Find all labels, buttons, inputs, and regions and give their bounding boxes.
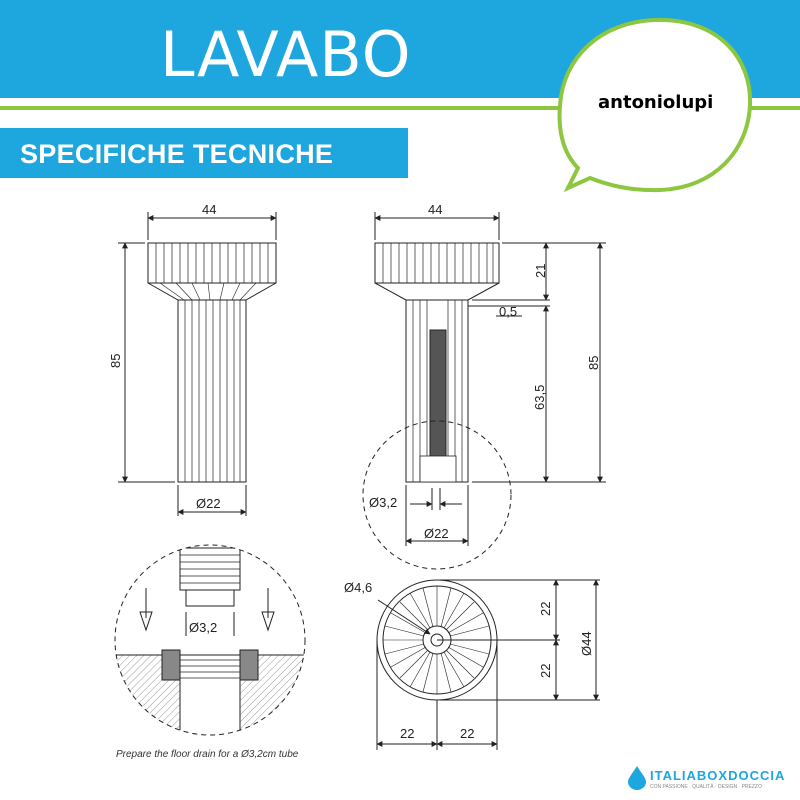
- top-hole-label: Ø4,6: [344, 580, 372, 595]
- header-accent-line: [0, 106, 800, 110]
- top-lower-label: 22: [538, 664, 553, 678]
- side-middle-label: 63,5: [532, 385, 547, 410]
- front-view: [118, 212, 277, 516]
- top-left-label: 22: [400, 726, 414, 741]
- top-upper-label: 22: [538, 602, 553, 616]
- drain-detail: [114, 544, 306, 736]
- front-width-label: 44: [202, 202, 216, 217]
- side-top-label: 21: [533, 264, 548, 278]
- detail-tube-label: Ø3,2: [369, 495, 397, 510]
- top-view: [376, 579, 600, 750]
- drain-note: Prepare the floor drain for a Ø3,2cm tub…: [116, 749, 299, 760]
- top-diameter-label: Ø44: [579, 631, 594, 656]
- side-base-label: Ø22: [424, 526, 449, 541]
- side-height-label: 85: [586, 356, 601, 370]
- brand-name: antoniolupi: [598, 92, 714, 113]
- top-right-label: 22: [460, 726, 474, 741]
- company-logo: ITALIABOXDOCCIA: [650, 768, 786, 783]
- page-title: LAVABO: [160, 18, 412, 91]
- subtitle-bar: [0, 128, 408, 178]
- front-base-label: Ø22: [196, 496, 221, 511]
- drain-tube-label: Ø3,2: [189, 620, 217, 635]
- company-tagline: CON PASSIONE · QUALITÀ · DESIGN · PREZZO: [650, 784, 762, 790]
- page-subtitle: SPECIFICHE TECNICHE: [20, 139, 334, 169]
- header-stripe: [0, 98, 800, 104]
- side-width-label: 44: [428, 202, 442, 217]
- side-step-label: 0,5: [499, 304, 517, 319]
- brand-speech-bubble: [557, 17, 753, 193]
- side-view: [362, 212, 606, 570]
- water-drop-icon: [628, 766, 646, 790]
- front-height-label: 85: [108, 354, 123, 368]
